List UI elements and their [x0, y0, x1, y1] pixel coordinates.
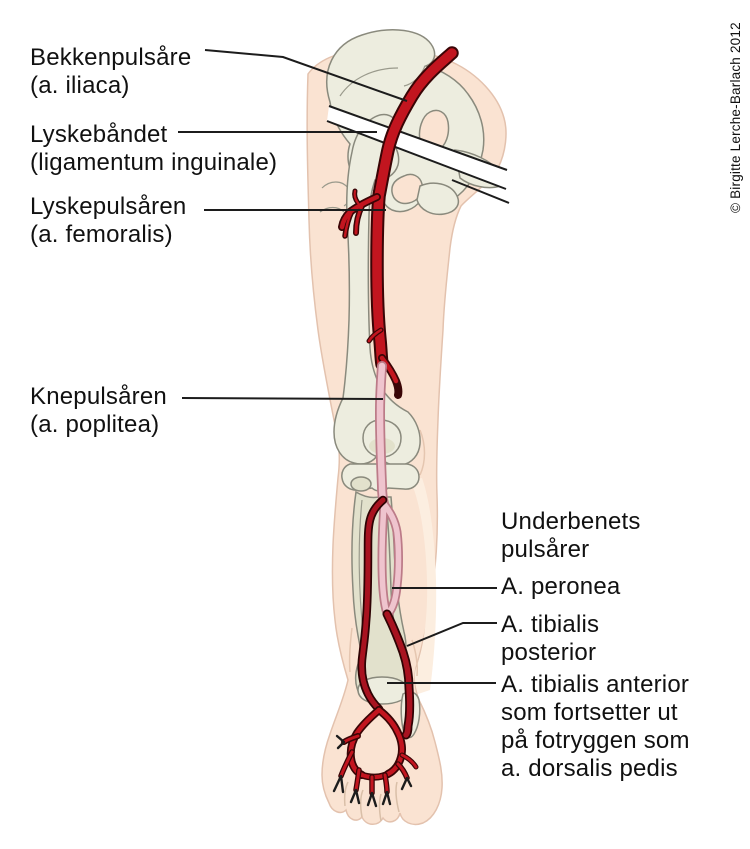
label-line: (ligamentum inguinale): [30, 149, 278, 176]
label-line: (a. poplitea): [30, 411, 160, 438]
leader-bekkenpulsare: [204, 49, 408, 102]
label-line: Knepulsåren: [30, 383, 167, 410]
label-lyskebaandet: Lyskebåndet (ligamentum inguinale): [30, 121, 277, 177]
shin-highlight: [410, 478, 437, 694]
ischium-curl: [416, 182, 460, 216]
label-line: som fortsetter ut: [501, 699, 678, 726]
posterior-tibial-artery: [382, 609, 415, 740]
label-line: posterior: [501, 639, 597, 666]
leader-knepulsaren: [181, 397, 384, 400]
label-tibialis-posterior: A. tibialis posterior: [501, 611, 599, 667]
leader-lines: [178, 49, 497, 684]
profunda-femoris-branch: [338, 188, 381, 239]
label-bekkenpulsare: Bekkenpulsåre (a. iliaca): [30, 44, 191, 100]
label-knepulsaren: Knepulsåren (a. poplitea): [30, 383, 167, 439]
fibula-head: [350, 476, 372, 492]
label-line: (a. iliaca): [30, 72, 130, 99]
label-underbenets-pulsarer: Underbenets pulsårer: [501, 508, 641, 564]
label-line: Lyskepulsåren: [30, 193, 187, 220]
label-line: Bekkenpulsåre: [30, 44, 192, 71]
toe-arteries: [332, 733, 419, 808]
label-line: a. dorsalis pedis: [501, 755, 678, 782]
toe-lines: [343, 781, 400, 822]
label-line: A. tibialis: [501, 611, 600, 638]
label-line: pulsårer: [501, 536, 590, 563]
label-tibialis-anterior: A. tibialis anterior som fortsetter ut p…: [501, 671, 690, 783]
label-line: Lyskebåndet: [30, 121, 168, 148]
popliteal-artery: [375, 361, 389, 509]
anterior-tibial-artery: [357, 495, 388, 714]
label-line: A. tibialis anterior: [501, 671, 690, 698]
genicular-branches: [366, 327, 403, 399]
label-peronea: A. peronea: [501, 573, 620, 601]
label-lyskepulsaren: Lyskepulsåren (a. femoralis): [30, 193, 186, 249]
label-line: (a. femoralis): [30, 221, 173, 248]
label-line: Underbenets: [501, 508, 641, 535]
label-line: på fotryggen som: [501, 727, 690, 754]
leader-tibialis-posterior: [406, 622, 497, 647]
label-line: A. peronea: [501, 573, 621, 600]
copyright-credit: © Birgitte Lerche-Barlach 2012: [728, 22, 743, 213]
